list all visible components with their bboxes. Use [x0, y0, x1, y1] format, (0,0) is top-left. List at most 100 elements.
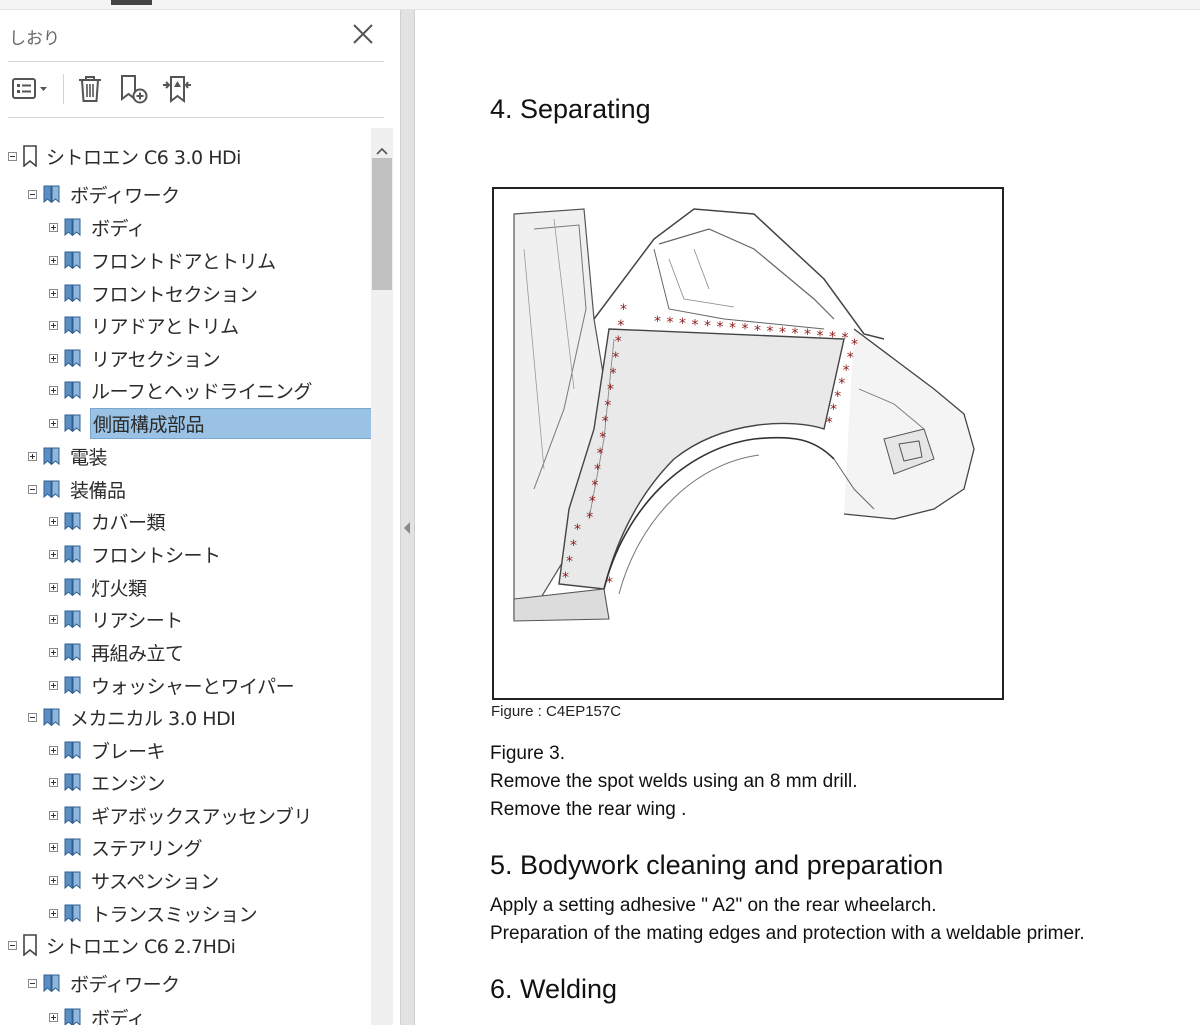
collapse-toggle-icon[interactable] — [28, 189, 37, 199]
bookmark-icon — [42, 184, 62, 204]
bookmark-icon — [63, 511, 83, 531]
expand-toggle-icon[interactable] — [49, 647, 58, 657]
expand-toggle-icon[interactable] — [49, 222, 58, 232]
bookmark-item[interactable]: 電装 — [28, 442, 108, 470]
collapse-toggle-icon[interactable] — [8, 151, 17, 161]
bookmark-label: フロントシート — [91, 544, 221, 567]
bookmark-item[interactable]: シトロエン C6 3.0 HDi — [8, 142, 241, 170]
expand-toggle-icon[interactable] — [49, 842, 58, 852]
expand-toggle-icon[interactable] — [49, 908, 58, 918]
spot-weld-marker: * — [792, 326, 799, 342]
expand-toggle-icon[interactable] — [49, 320, 58, 330]
expand-toggle-icon[interactable] — [49, 255, 58, 265]
rear-wing-diagram: ****************************************… — [494, 189, 998, 694]
bookmark-icon — [63, 380, 83, 400]
figure-reference: Figure 3. — [490, 743, 565, 764]
bookmark-label: 側面構成部品 — [90, 407, 372, 439]
bookmark-outline-icon — [22, 145, 38, 167]
bookmark-item[interactable]: メカニカル 3.0 HDI — [28, 703, 236, 731]
spot-weld-marker: * — [704, 318, 711, 334]
expand-toggle-icon[interactable] — [49, 582, 58, 592]
spot-weld-marker: * — [654, 314, 661, 330]
bookmark-item[interactable]: トランスミッション — [49, 899, 258, 927]
bookmark-item[interactable]: リアシート — [49, 605, 183, 633]
active-tab-indicator[interactable] — [111, 0, 152, 5]
bookmark-item[interactable]: カバー類 — [49, 507, 166, 535]
bookmark-item[interactable]: ウォッシャーとワイパー — [49, 671, 295, 699]
bookmark-item[interactable]: フロントドアとトリム — [49, 246, 276, 274]
collapse-toggle-icon[interactable] — [28, 978, 37, 988]
close-icon[interactable] — [349, 20, 377, 48]
spot-weld-marker: * — [829, 329, 836, 345]
expand-toggle-icon[interactable] — [49, 1012, 58, 1022]
collapse-toggle-icon[interactable] — [28, 712, 37, 722]
bookmark-icon — [63, 642, 83, 662]
bookmark-item[interactable]: フロントシート — [49, 540, 221, 568]
scroll-up-arrow-icon[interactable] — [376, 140, 388, 155]
spot-weld-marker: * — [843, 363, 850, 379]
bookmark-icon — [63, 903, 83, 923]
bookmarks-toolbar — [0, 66, 400, 114]
bookmark-item[interactable]: 再組み立て — [49, 638, 184, 666]
bookmark-icon — [63, 609, 83, 629]
bookmark-label: カバー類 — [91, 511, 166, 534]
expand-bookmark-icon[interactable] — [159, 72, 195, 106]
bookmarks-pane-header: しおり — [0, 10, 400, 60]
bookmark-item[interactable]: リアドアとトリム — [49, 311, 239, 339]
spot-weld-marker: * — [566, 554, 573, 570]
spot-weld-marker: * — [586, 510, 593, 526]
header-divider — [8, 61, 384, 62]
bookmark-item[interactable]: ボディ — [49, 1003, 146, 1025]
collapse-toggle-icon[interactable] — [28, 484, 37, 494]
expand-toggle-icon[interactable] — [49, 875, 58, 885]
expand-toggle-icon[interactable] — [49, 680, 58, 690]
expand-toggle-icon[interactable] — [49, 418, 58, 428]
spot-weld-marker: * — [717, 320, 724, 336]
bookmark-label: 装備品 — [70, 479, 126, 502]
bookmark-item[interactable]: サスペンション — [49, 866, 219, 894]
bookmark-item[interactable]: 側面構成部品 — [49, 407, 372, 439]
expand-toggle-icon[interactable] — [49, 614, 58, 624]
delete-icon[interactable] — [74, 72, 106, 106]
spot-weld-marker: * — [602, 414, 609, 430]
bookmark-label: ブレーキ — [91, 740, 166, 763]
bookmark-label: エンジン — [91, 772, 166, 795]
scrollbar-thumb[interactable] — [372, 158, 392, 290]
spot-weld-marker: * — [692, 317, 699, 333]
options-menu-icon[interactable] — [10, 72, 52, 106]
expand-toggle-icon[interactable] — [49, 810, 58, 820]
section-6-heading: 6. Welding — [490, 974, 618, 1004]
bookmark-item[interactable]: 装備品 — [28, 475, 126, 503]
bookmark-item[interactable]: シトロエン C6 2.7HDi — [8, 931, 236, 959]
expand-toggle-icon[interactable] — [49, 777, 58, 787]
expand-toggle-icon[interactable] — [49, 288, 58, 298]
expand-toggle-icon[interactable] — [49, 549, 58, 559]
bookmark-item[interactable]: ルーフとヘッドライニング — [49, 376, 312, 404]
bookmark-item[interactable]: リアセクション — [49, 344, 221, 372]
bookmark-item[interactable]: エンジン — [49, 768, 166, 796]
bookmark-icon — [63, 675, 83, 695]
bookmark-item[interactable]: ボディ — [49, 213, 146, 241]
bookmark-item[interactable]: ボディワーク — [28, 969, 180, 997]
expand-toggle-icon[interactable] — [49, 385, 58, 395]
expand-toggle-icon[interactable] — [28, 451, 37, 461]
bookmark-label: ボディワーク — [70, 973, 180, 996]
pane-splitter[interactable] — [400, 10, 415, 1025]
bookmark-item[interactable]: 灯火類 — [49, 573, 147, 601]
collapse-pane-arrow-icon[interactable] — [404, 522, 410, 534]
expand-toggle-icon[interactable] — [49, 353, 58, 363]
expand-toggle-icon[interactable] — [49, 745, 58, 755]
bookmark-item[interactable]: フロントセクション — [49, 279, 258, 307]
collapse-toggle-icon[interactable] — [8, 940, 17, 950]
bookmark-item[interactable]: ギアボックスアッセンブリ — [49, 801, 312, 829]
bookmark-item[interactable]: ボディワーク — [28, 180, 180, 208]
spot-weld-marker: * — [779, 325, 786, 341]
expand-toggle-icon[interactable] — [49, 516, 58, 526]
spot-weld-marker: * — [817, 328, 824, 344]
step-remove-rear-wing: Remove the rear wing . — [490, 799, 687, 820]
bookmark-scrollbar[interactable] — [371, 128, 393, 1025]
bookmark-item[interactable]: ブレーキ — [49, 736, 166, 764]
spot-weld-marker: * — [606, 575, 613, 591]
bookmark-item[interactable]: ステアリング — [49, 833, 203, 861]
new-bookmark-icon[interactable] — [116, 72, 150, 106]
